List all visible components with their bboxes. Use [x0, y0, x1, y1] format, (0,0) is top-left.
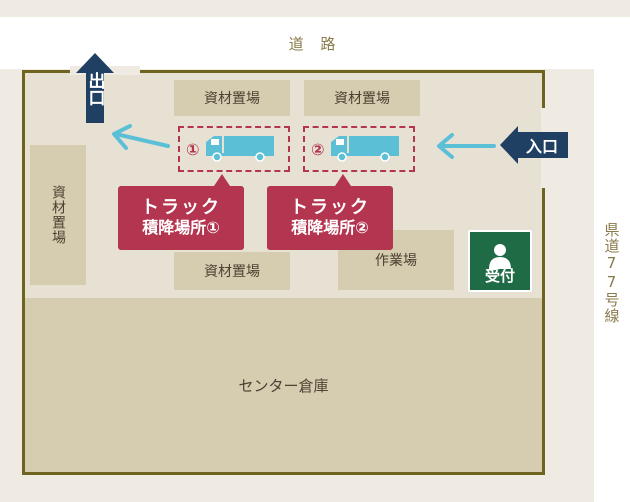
road-top-label: 道 路	[288, 34, 342, 53]
slot-2-number: ②	[311, 139, 325, 159]
entrance-label: 入口	[525, 137, 558, 156]
material-area-left: 資材置場	[30, 145, 86, 285]
loading-slot-1: ①	[178, 126, 290, 172]
material-area-top-left-label: 資材置場	[204, 91, 260, 107]
callout-1-line2: 積降場所①	[142, 218, 220, 238]
callout-slot-1: トラック 積降場所①	[118, 186, 244, 250]
reception-label: 受付	[484, 267, 515, 285]
truck-icon	[329, 130, 401, 168]
arrow-left-icon	[437, 133, 496, 159]
work-area-label: 作業場	[375, 253, 417, 269]
material-area-top-left: 資材置場	[174, 80, 290, 116]
reception-sign: 受付	[468, 230, 532, 292]
slot-1-number: ①	[186, 139, 200, 159]
material-area-bottom-label: 資材置場	[204, 264, 260, 280]
entrance-sign	[500, 126, 568, 164]
material-area-top-right: 資材置場	[304, 80, 420, 116]
material-area-left-label: 資材置場	[50, 185, 66, 245]
callout-1-line1: トラック	[141, 197, 221, 219]
arrow-left-icon	[112, 124, 170, 150]
truck-icon	[204, 130, 276, 168]
warehouse-label: センター倉庫	[238, 376, 329, 395]
road-right-label: 県道77号線	[602, 222, 621, 324]
callout-slot-2: トラック 積降場所②	[267, 186, 393, 250]
center-warehouse: センター倉庫	[25, 298, 542, 472]
loading-slot-2: ②	[303, 126, 415, 172]
person-icon	[489, 244, 511, 269]
exit-label: 出口	[84, 72, 105, 106]
callout-2-line2: 積降場所②	[291, 218, 369, 238]
material-area-top-right-label: 資材置場	[334, 91, 390, 107]
callout-2-tail	[335, 174, 351, 186]
road-right	[594, 69, 630, 502]
callout-2-line1: トラック	[290, 197, 370, 219]
material-area-bottom: 資材置場	[174, 252, 290, 290]
arrow-up-icon	[76, 53, 114, 123]
callout-1-tail	[214, 174, 230, 186]
road-top: 道 路	[0, 17, 630, 69]
